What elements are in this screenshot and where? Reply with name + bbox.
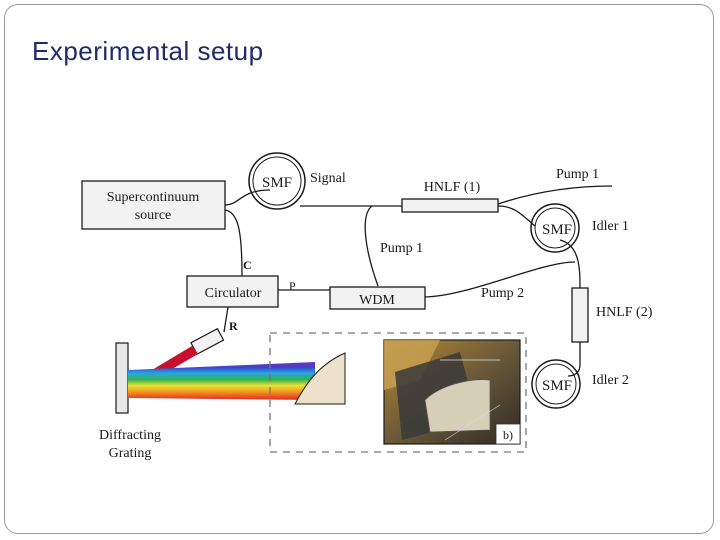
rainbow-spectrum	[128, 362, 315, 400]
idler1-label: Idler 1	[592, 219, 629, 234]
fiber-pump1-mid	[364, 205, 379, 287]
smf-coil-mid: SMF	[530, 203, 580, 253]
smf-bottom-label: SMF	[542, 378, 572, 394]
diffracting-grating: Diffracting Grating	[99, 342, 161, 461]
slide-title: Experimental setup	[32, 36, 264, 66]
circulator-label: Circulator	[205, 286, 262, 301]
hnlf1-fiber: HNLF (1)	[401, 180, 499, 213]
smf-coil-top: SMF	[248, 152, 306, 210]
pump1-top-label: Pump 1	[556, 167, 599, 182]
fiber-hnlf2-to-smf-bottom	[567, 342, 581, 377]
port-r-label: R	[229, 319, 238, 333]
fiber-collimator	[190, 327, 225, 356]
fiber-smf-mid-to-hnlf2	[559, 239, 581, 289]
pump2-label: Pump 2	[481, 286, 524, 301]
fiber-pump1-top	[497, 185, 613, 205]
dashed-frame	[269, 332, 527, 453]
hnlf2-fiber: HNLF (2)	[571, 287, 653, 343]
fiber-wdm-to-pump2	[424, 261, 576, 298]
source-label-line1: Supercontinuum	[107, 190, 200, 205]
photo-inset: b)	[383, 339, 521, 445]
slide-frame	[4, 4, 714, 534]
grating-label-line1: Diffracting	[99, 428, 161, 443]
source-label-line2: source	[135, 208, 172, 223]
spatial-mask	[294, 352, 346, 405]
signal-label: Signal	[310, 171, 346, 186]
port-p-label: P	[289, 279, 296, 293]
port-c-label: C	[243, 258, 252, 272]
hnlf1-label: HNLF (1)	[424, 180, 481, 195]
smf-top-label: SMF	[262, 175, 292, 191]
smf-coil-bottom: SMF	[531, 359, 581, 409]
wdm-box: WDM	[329, 286, 426, 310]
supercontinuum-source-box: Supercontinuum source	[81, 180, 226, 230]
hnlf2-label: HNLF (2)	[596, 305, 653, 320]
fiber-hnlf1-to-smf-mid	[497, 205, 536, 227]
grating-label-line2: Grating	[109, 446, 152, 461]
idler2-label: Idler 2	[592, 373, 629, 388]
fiber-source-to-circulator	[224, 209, 243, 277]
circulator-box: Circulator	[186, 275, 279, 308]
fiber-circulator-to-collimator	[223, 306, 229, 333]
smf-mid-label: SMF	[542, 222, 572, 238]
fiber-source-to-smf	[224, 189, 271, 206]
pump1-mid-label: Pump 1	[380, 241, 423, 256]
wdm-label: WDM	[359, 293, 395, 308]
photo-label: b)	[503, 428, 513, 442]
